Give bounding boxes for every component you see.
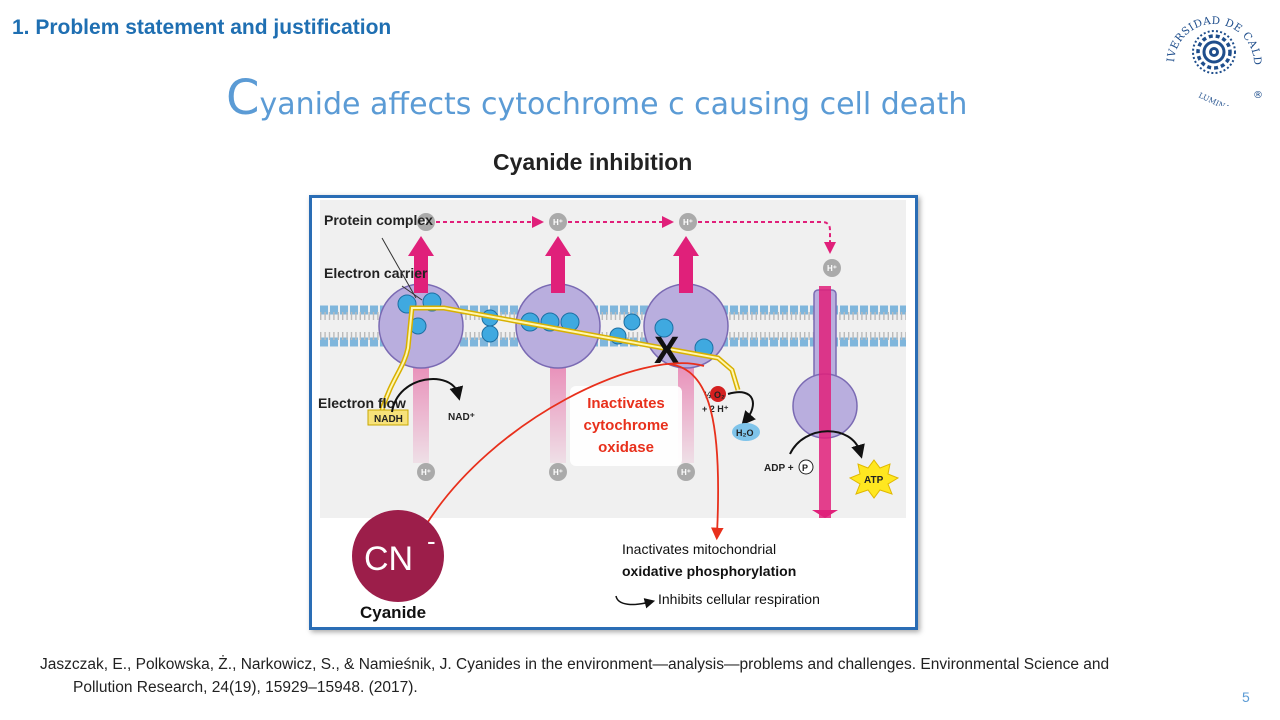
inactivates-line-1: Inactivates <box>587 395 665 412</box>
cyanide-target-arrow <box>423 362 705 529</box>
pointer-protein-complex <box>381 237 417 299</box>
proton-channel-2 <box>550 368 566 463</box>
cyanide-label: Cyanide <box>360 603 426 622</box>
diagram-subtitle: Cyanide inhibition <box>493 149 693 175</box>
proton-badge-7 <box>677 463 695 481</box>
page-number: 5 <box>1242 689 1250 705</box>
logo-registered: ® <box>1253 90 1263 101</box>
proton-label-5: H⁺ <box>421 468 431 477</box>
phosphate-badge <box>798 459 814 475</box>
inhibits-arrow <box>615 595 656 609</box>
inactivates-line-3: oxidase <box>598 439 654 456</box>
proton-label-3: H⁺ <box>683 218 693 227</box>
atp-burst <box>848 459 900 499</box>
electron-flow-path-highlight <box>381 307 739 411</box>
cyanide-circle <box>352 510 444 602</box>
atp-arrow <box>789 430 865 459</box>
nadh-label: NADH <box>374 414 403 425</box>
proton-badge-3 <box>679 213 697 231</box>
nad-label: NAD⁺ <box>448 412 475 423</box>
proton-label-1: H⁺ <box>421 218 431 227</box>
proton-badge-4 <box>823 259 841 277</box>
phosphate-label: P <box>802 463 808 473</box>
logo-ring-text: UNIVERSIDAD DE CALDAS <box>1158 2 1263 66</box>
proton-pump-arrows <box>408 236 699 293</box>
cyanide-diagram-frame: H⁺ H⁺ H⁺ H⁺ H⁺ H⁺ H⁺ Protein complex Ele… <box>309 195 918 630</box>
label-electron-carrier: Electron carrier <box>324 265 428 281</box>
slide-title: Cyanide affects cytochrome c causing cel… <box>226 70 967 126</box>
inactivates-line-2: cytochrome <box>583 417 668 434</box>
svg-text:UNIVERSIDAD DE CALDAS: UNIVERSIDAD DE CALDAS <box>1158 2 1263 66</box>
etc-diagram: H⁺ H⁺ H⁺ H⁺ H⁺ H⁺ H⁺ Protein complex Ele… <box>318 200 906 622</box>
proton-label-4: H⁺ <box>827 264 837 273</box>
title-initial: C <box>226 70 260 126</box>
effect-arrow <box>667 363 724 541</box>
effect-line-2: oxidative phosphorylation <box>622 563 796 579</box>
title-rest: yanide affects cytochrome c causing cell… <box>259 87 968 122</box>
proton-flow-3 <box>698 221 836 254</box>
oxygen-badge <box>710 386 726 402</box>
proton-channel-1 <box>413 368 429 463</box>
atp-label: ATP <box>864 475 884 486</box>
reference-line-2: Pollution Research, 24(19), 15929–15948.… <box>73 679 418 696</box>
nadh-arrow <box>391 378 464 413</box>
label-electron-flow: Electron flow <box>318 395 406 411</box>
atp-synthase <box>792 286 858 518</box>
proton-badge-2 <box>549 213 567 231</box>
nadh-badge <box>367 409 409 426</box>
section-heading: 1. Problem statement and justification <box>12 16 392 39</box>
sun-emblem <box>1192 30 1236 74</box>
water-badge <box>732 423 760 441</box>
proton-badge-5 <box>417 463 435 481</box>
inactivates-box <box>570 386 682 466</box>
reference-line-1: Jaszczak, E., Polkowska, Ż., Narkowicz, … <box>40 656 1110 673</box>
oxygen-label: ½ O₂ <box>704 390 725 400</box>
label-protein-complex: Protein complex <box>324 212 433 228</box>
cyanide-charge: - <box>427 526 436 556</box>
effect-line-1: Inactivates mitochondrial <box>622 541 776 557</box>
pointer-electron-carrier <box>401 285 423 301</box>
proton-badge-6 <box>549 463 567 481</box>
proton-label-7: H⁺ <box>681 468 691 477</box>
cyanide-symbol: CN <box>364 540 413 578</box>
water-label: H₂O <box>736 428 754 438</box>
water-arrow <box>727 391 756 426</box>
proton-label-6: H⁺ <box>553 468 563 477</box>
two-h-label: + 2 H⁺ <box>702 404 729 414</box>
reference-citation: Jaszczak, E., Polkowska, Ż., Narkowicz, … <box>40 653 1109 699</box>
university-logo: UNIVERSIDAD DE CALDAS LUMINA SPARGO ® <box>1158 2 1263 106</box>
effect-line-3: Inhibits cellular respiration <box>658 591 820 607</box>
proton-label-2: H⁺ <box>553 218 563 227</box>
adp-label: ADP + <box>764 463 794 474</box>
proton-badge-1 <box>417 213 435 231</box>
